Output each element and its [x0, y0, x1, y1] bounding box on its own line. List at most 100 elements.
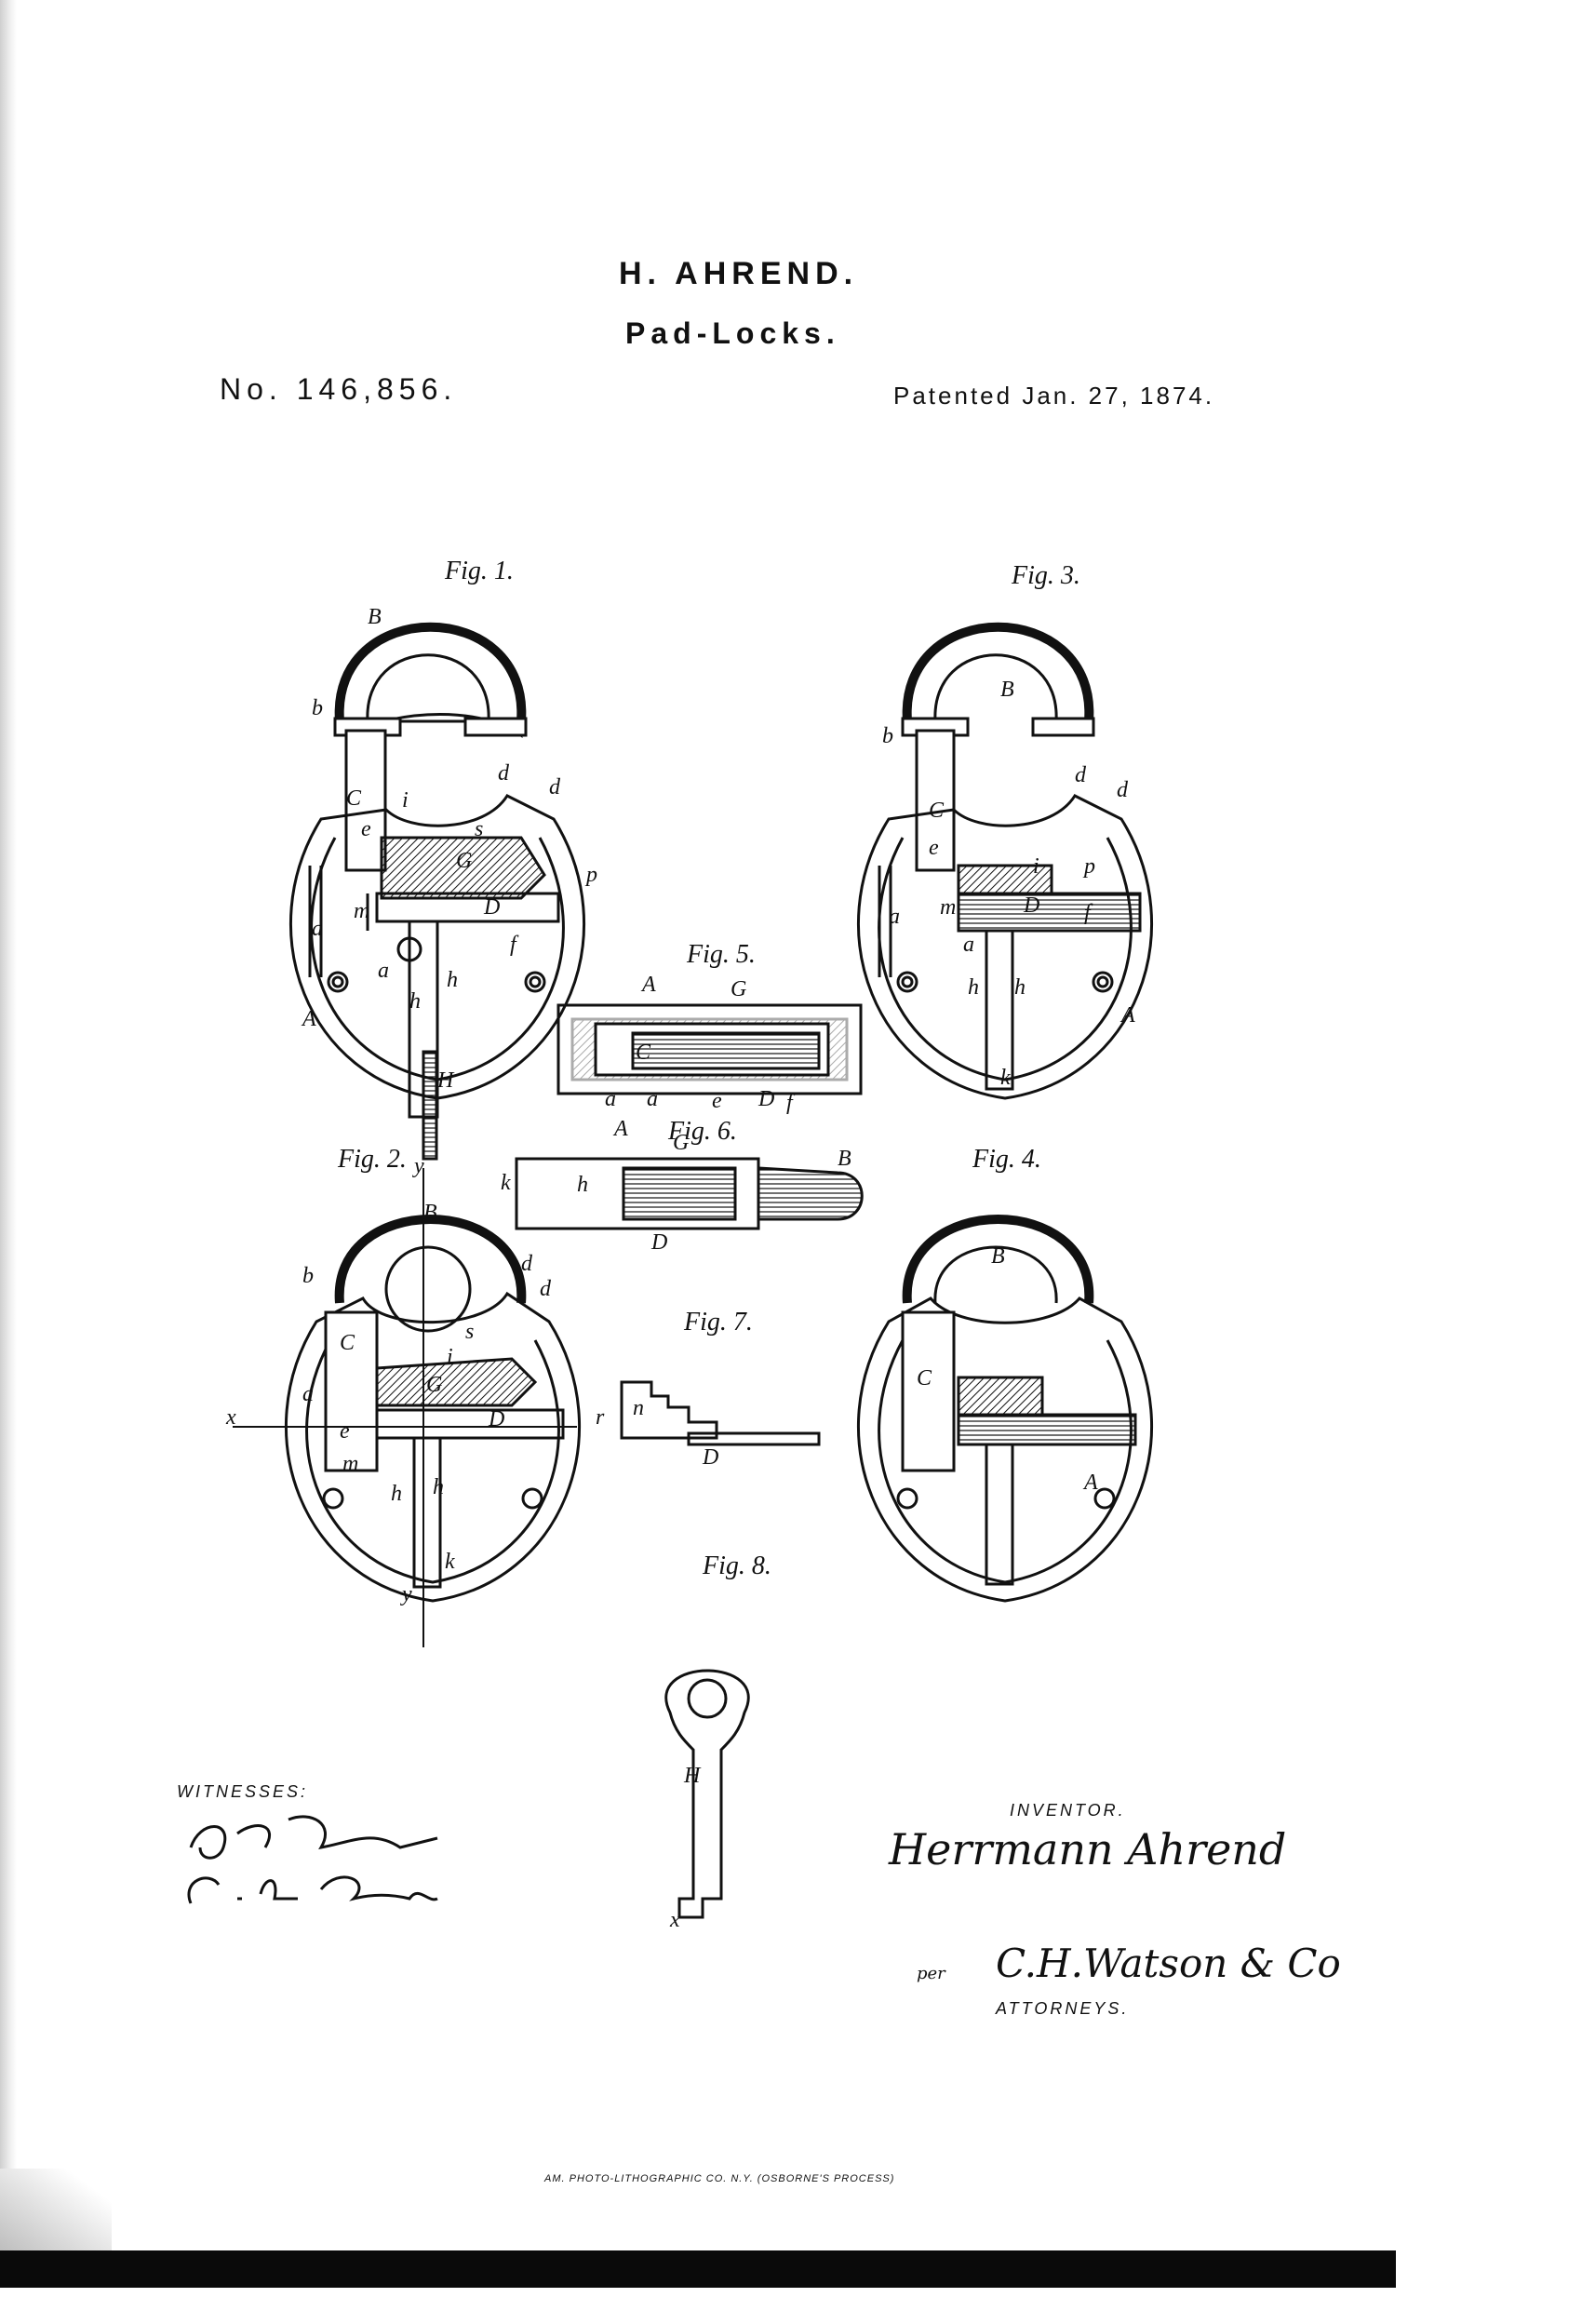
fig2-letter-D: D — [489, 1407, 505, 1431]
fig6-letter-G: G — [673, 1131, 690, 1155]
fig2-letter-a: a — [302, 1382, 314, 1406]
fig2-letter-b: b — [302, 1264, 314, 1288]
fig3-label: Fig. 3. — [1012, 561, 1080, 590]
fig1-letter-h: h — [409, 989, 421, 1014]
fig1-letter-s: s — [475, 817, 484, 841]
fig3-letter-a2: a — [963, 933, 974, 957]
fig3-letter-C: C — [929, 799, 945, 823]
fig6-label: Fig. 6. — [668, 1117, 737, 1146]
fig2-letter-d2: d — [540, 1277, 551, 1301]
fig1-letter-f: f — [510, 933, 516, 957]
fig3-letter-h: h — [968, 975, 979, 1000]
patent-title: Pad-Locks. — [625, 316, 840, 350]
fig6-letter-B: B — [838, 1147, 851, 1171]
fig5-letter-f: f — [786, 1091, 793, 1115]
fig3-letter-p: p — [1084, 854, 1095, 879]
fig2-letter-y2: y — [414, 1154, 424, 1178]
fig1-letter-h2: h — [447, 968, 458, 992]
fig3-letter-b: b — [882, 724, 893, 748]
fig6-letter-k: k — [501, 1171, 511, 1195]
fig2-letter-h2: h — [433, 1475, 444, 1499]
fig2-letter-C: C — [340, 1331, 355, 1355]
fig3-letter-m: m — [940, 895, 957, 920]
fig1-letter-H: H — [437, 1068, 454, 1093]
fig1-letter-D: D — [484, 895, 501, 920]
fig5-letter-D: D — [758, 1087, 775, 1111]
fig2-letter-e: e — [340, 1419, 350, 1444]
fig6-letter-A: A — [614, 1117, 628, 1141]
fig3-letter-i: i — [1033, 854, 1039, 879]
fig5-label: Fig. 5. — [687, 940, 756, 969]
fig1-letter-i: i — [402, 788, 409, 813]
fig7-key-bit-drawing — [620, 1380, 821, 1446]
fig2-letter-i: i — [447, 1345, 453, 1369]
fig4-padlock-drawing — [857, 1215, 1153, 1603]
fig3-letter-B: B — [1000, 678, 1014, 702]
fig2-letter-h: h — [391, 1482, 402, 1506]
fig3-letter-a: a — [889, 905, 900, 929]
fig4-letter-A: A — [1084, 1471, 1098, 1495]
fig1-letter-e: e — [361, 817, 371, 841]
fig7-letter-n: n — [633, 1396, 644, 1420]
fig3-letter-d2: d — [1117, 778, 1128, 802]
witnesses-label: WITNESSES: — [177, 1782, 309, 1801]
fig2-letter-m: m — [342, 1452, 359, 1476]
lithographer-imprint: AM. PHOTO-LITHOGRAPHIC CO. N.Y. (OSBORNE… — [544, 2173, 895, 2184]
fig1-label: Fig. 1. — [445, 557, 514, 585]
fig1-letter-A: A — [302, 1007, 316, 1031]
per-label: per — [917, 1964, 945, 1983]
fig1-letter-G: G — [456, 849, 473, 873]
fig5-letter-a: a — [605, 1087, 616, 1111]
fig3-letter-D: D — [1024, 893, 1040, 918]
fig2-letter-k: k — [445, 1550, 455, 1574]
inventor-name: H. AHREND. — [619, 256, 859, 291]
fig8-key-drawing — [664, 1669, 750, 1919]
fig6-letter-D: D — [651, 1230, 668, 1255]
fig3-letter-k: k — [1000, 1066, 1011, 1090]
fig4-letter-B: B — [991, 1244, 1005, 1269]
fig8-letter-H: H — [684, 1764, 701, 1788]
fig2-letter-x: x — [226, 1405, 236, 1430]
patent-date: Patented Jan. 27, 1874. — [893, 382, 1215, 410]
fig5-letter-a2: a — [647, 1087, 658, 1111]
fig5-letter-A: A — [642, 973, 656, 997]
fig3-letter-h2: h — [1014, 975, 1026, 1000]
fig2-padlock-drawing — [233, 1168, 581, 1647]
scan-corner-shade — [0, 2169, 112, 2252]
fig7-letter-r: r — [596, 1405, 605, 1430]
fig1-letter-d: d — [498, 761, 509, 786]
fig2-label: Fig. 2. — [338, 1145, 407, 1174]
fig8-letter-x: x — [670, 1908, 680, 1932]
fig3-letter-A: A — [1121, 1003, 1135, 1028]
fig1-letter-a2: a — [378, 959, 389, 983]
fig5-section-drawing — [556, 1003, 863, 1095]
fig1-padlock-drawing — [289, 622, 585, 1161]
fig1-letter-p: p — [586, 863, 597, 887]
fig5-letter-G: G — [731, 977, 747, 1001]
fig1-letter-m: m — [354, 899, 370, 923]
fig6-section-drawing — [515, 1157, 864, 1230]
fig1-letter-b: b — [312, 696, 323, 720]
fig4-label: Fig. 4. — [972, 1145, 1041, 1174]
fig2-letter-s: s — [465, 1320, 475, 1344]
fig1-letter-C: C — [346, 786, 362, 811]
fig7-label: Fig. 7. — [684, 1308, 753, 1337]
fig1-letter-a: a — [312, 917, 323, 941]
fig5-letter-e: e — [712, 1089, 722, 1113]
fig6-letter-h: h — [577, 1173, 588, 1197]
patent-number: No. 146,856. — [220, 372, 458, 406]
scan-bottom-band — [0, 2250, 1396, 2288]
fig2-letter-y: y — [402, 1582, 412, 1606]
fig1-letter-B: B — [368, 605, 382, 629]
fig5-letter-C: C — [636, 1041, 651, 1065]
fig8-label: Fig. 8. — [703, 1552, 771, 1580]
attorney-signature: C.H.Watson & Co — [996, 1941, 1341, 1986]
inventor-label: INVENTOR. — [1010, 1801, 1126, 1820]
fig3-letter-e: e — [929, 836, 939, 860]
fig7-letter-D: D — [703, 1445, 719, 1470]
fig4-letter-C: C — [917, 1366, 932, 1390]
fig1-letter-d2: d — [549, 775, 560, 799]
attorneys-label: ATTORNEYS. — [996, 1999, 1130, 2018]
